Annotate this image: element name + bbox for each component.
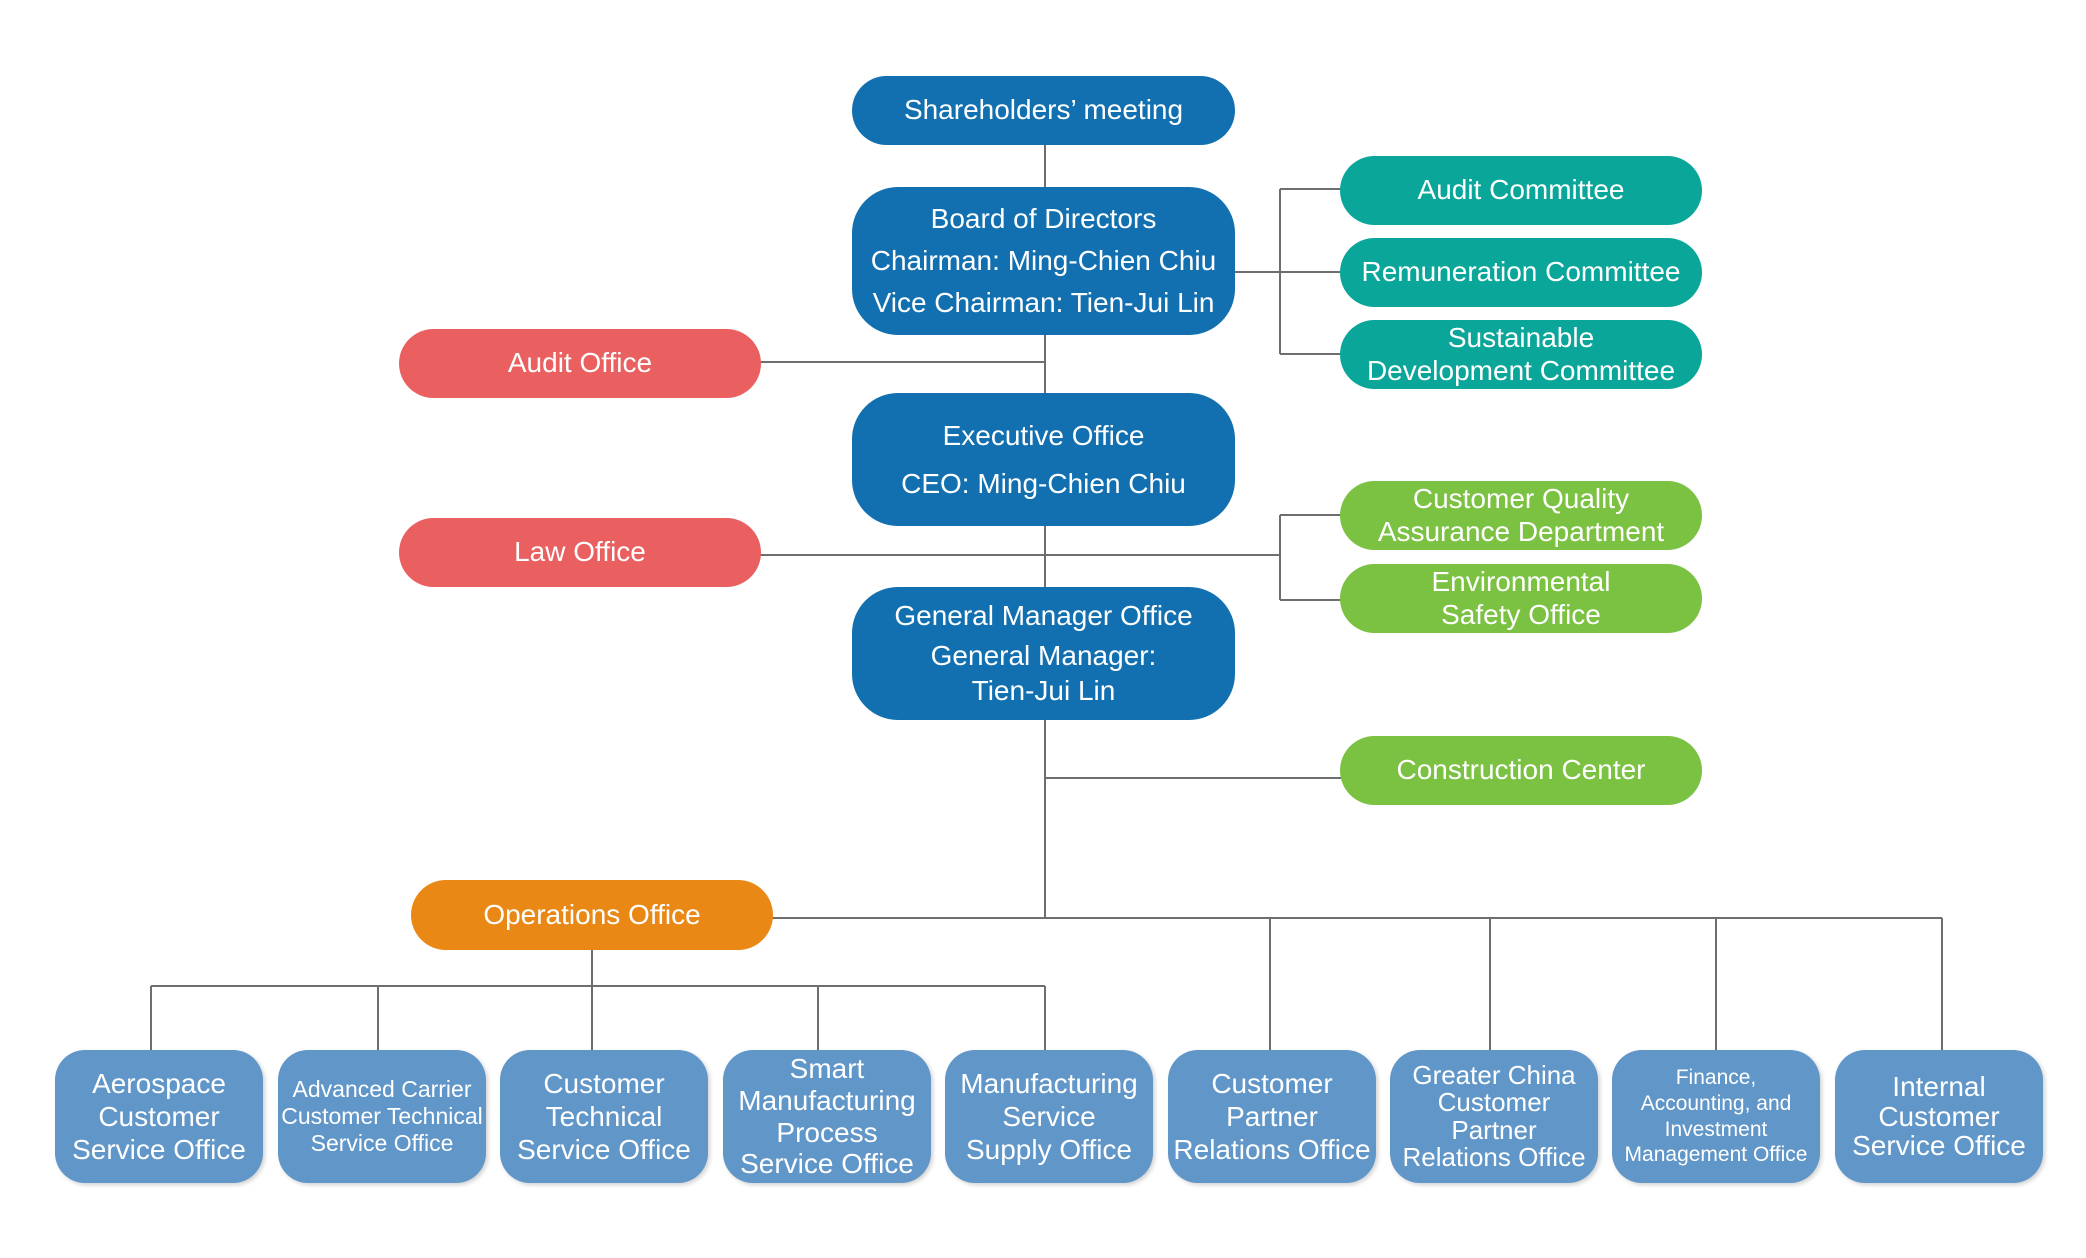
finance-line2: Accounting, and: [1640, 1091, 1792, 1115]
smart-manufacturing-service-office-box: Smart Manufacturing Process Service Offi…: [723, 1050, 931, 1183]
board-chairman: Chairman: Ming-Chien Chiu: [870, 245, 1217, 276]
manufacturing-service-supply-office-box: Manufacturing Service Supply Office: [945, 1050, 1153, 1183]
technical-line1: Customer: [543, 1067, 665, 1099]
technical-line3: Service Office: [517, 1134, 691, 1166]
supply-line3: Supply Office: [965, 1134, 1133, 1166]
board-of-directors-box: Board of Directors Chairman: Ming-Chien …: [852, 187, 1235, 335]
finance-line4: Management Office: [1624, 1143, 1808, 1167]
advanced-carrier-line1: Advanced Carrier: [292, 1075, 472, 1102]
law-office-box: Law Office: [399, 518, 761, 587]
customer-technical-service-office-box: Customer Technical Service Office: [500, 1050, 708, 1183]
board-vice-chairman: Vice Chairman: Tien-Jui Lin: [872, 287, 1215, 318]
aerospace-line3: Service Office: [72, 1134, 246, 1166]
construction-center-label: Construction Center: [1396, 754, 1646, 786]
remuneration-committee-box: Remuneration Committee: [1340, 238, 1702, 307]
law-office-label: Law Office: [514, 536, 646, 568]
smart-line1: Smart: [789, 1053, 865, 1085]
customer-partner-relations-office-box: Customer Partner Relations Office: [1168, 1050, 1376, 1183]
customer-quality-assurance-box: Customer Quality Assurance Department: [1340, 481, 1702, 550]
aerospace-line1: Aerospace: [92, 1067, 226, 1099]
audit-committee-box: Audit Committee: [1340, 156, 1702, 225]
audit-office-label: Audit Office: [507, 347, 653, 379]
operations-office-box: Operations Office: [411, 880, 773, 950]
internal-line1: Internal: [1892, 1071, 1986, 1103]
sustainable-committee-line2: Development Committee: [1366, 354, 1676, 386]
gm-office-title: General Manager Office: [894, 600, 1193, 632]
smart-line2: Manufacturing: [738, 1084, 916, 1116]
greater-china-line1: Greater China: [1412, 1059, 1576, 1090]
supply-line1: Manufacturing: [960, 1067, 1138, 1099]
shareholders-meeting-label: Shareholders’ meeting: [903, 94, 1184, 126]
executive-office-ceo: CEO: Ming-Chien Chiu: [901, 467, 1186, 499]
technical-line2: Technical: [545, 1100, 663, 1132]
operations-office-label: Operations Office: [483, 898, 701, 930]
gm-office-role: General Manager:: [930, 640, 1157, 672]
finance-line1: Finance,: [1675, 1066, 1757, 1090]
gm-office-name: Tien-Jui Lin: [971, 674, 1116, 706]
internal-customer-service-office-box: Internal Customer Service Office: [1835, 1050, 2043, 1183]
supply-line2: Service: [1002, 1100, 1096, 1132]
advanced-carrier-service-office-box: Advanced Carrier Customer Technical Serv…: [278, 1050, 486, 1183]
greater-china-line4: Relations Office: [1402, 1141, 1586, 1172]
sustainable-development-committee-box: Sustainable Development Committee: [1340, 320, 1702, 389]
board-title: Board of Directors: [930, 203, 1157, 234]
executive-office-title: Executive Office: [942, 419, 1145, 451]
smart-line4: Service Office: [740, 1148, 914, 1180]
safety-line2: Safety Office: [1441, 598, 1601, 630]
internal-line2: Customer: [1878, 1100, 2000, 1132]
finance-accounting-investment-office-box: Finance, Accounting, and Investment Mana…: [1612, 1050, 1820, 1183]
smart-line3: Process: [776, 1116, 878, 1148]
advanced-carrier-line2: Customer Technical: [281, 1102, 483, 1129]
greater-china-partner-relations-office-box: Greater China Customer Partner Relations…: [1390, 1050, 1598, 1183]
shareholders-meeting-box: Shareholders’ meeting: [852, 76, 1235, 145]
remuneration-committee-label: Remuneration Committee: [1361, 256, 1681, 288]
quality-line2: Assurance Department: [1377, 515, 1665, 547]
partner-line1: Customer: [1211, 1067, 1333, 1099]
greater-china-line3: Partner: [1451, 1114, 1537, 1145]
audit-office-box: Audit Office: [399, 329, 761, 398]
construction-center-box: Construction Center: [1340, 736, 1702, 805]
finance-line3: Investment: [1664, 1117, 1768, 1141]
partner-line2: Partner: [1226, 1100, 1318, 1132]
safety-line1: Environmental: [1431, 566, 1611, 598]
partner-line3: Relations Office: [1173, 1134, 1371, 1166]
greater-china-line2: Customer: [1437, 1087, 1551, 1118]
audit-committee-label: Audit Committee: [1417, 174, 1625, 206]
advanced-carrier-line3: Service Office: [310, 1130, 454, 1157]
aerospace-line2: Customer: [98, 1100, 220, 1132]
general-manager-office-box: General Manager Office General Manager: …: [852, 587, 1235, 720]
executive-office-box: Executive Office CEO: Ming-Chien Chiu: [852, 393, 1235, 526]
environmental-safety-office-box: Environmental Safety Office: [1340, 564, 1702, 633]
quality-line1: Customer Quality: [1412, 483, 1630, 515]
internal-line3: Service Office: [1852, 1130, 2026, 1162]
aerospace-service-office-box: Aerospace Customer Service Office: [55, 1050, 263, 1183]
sustainable-committee-line1: Sustainable: [1447, 322, 1595, 354]
